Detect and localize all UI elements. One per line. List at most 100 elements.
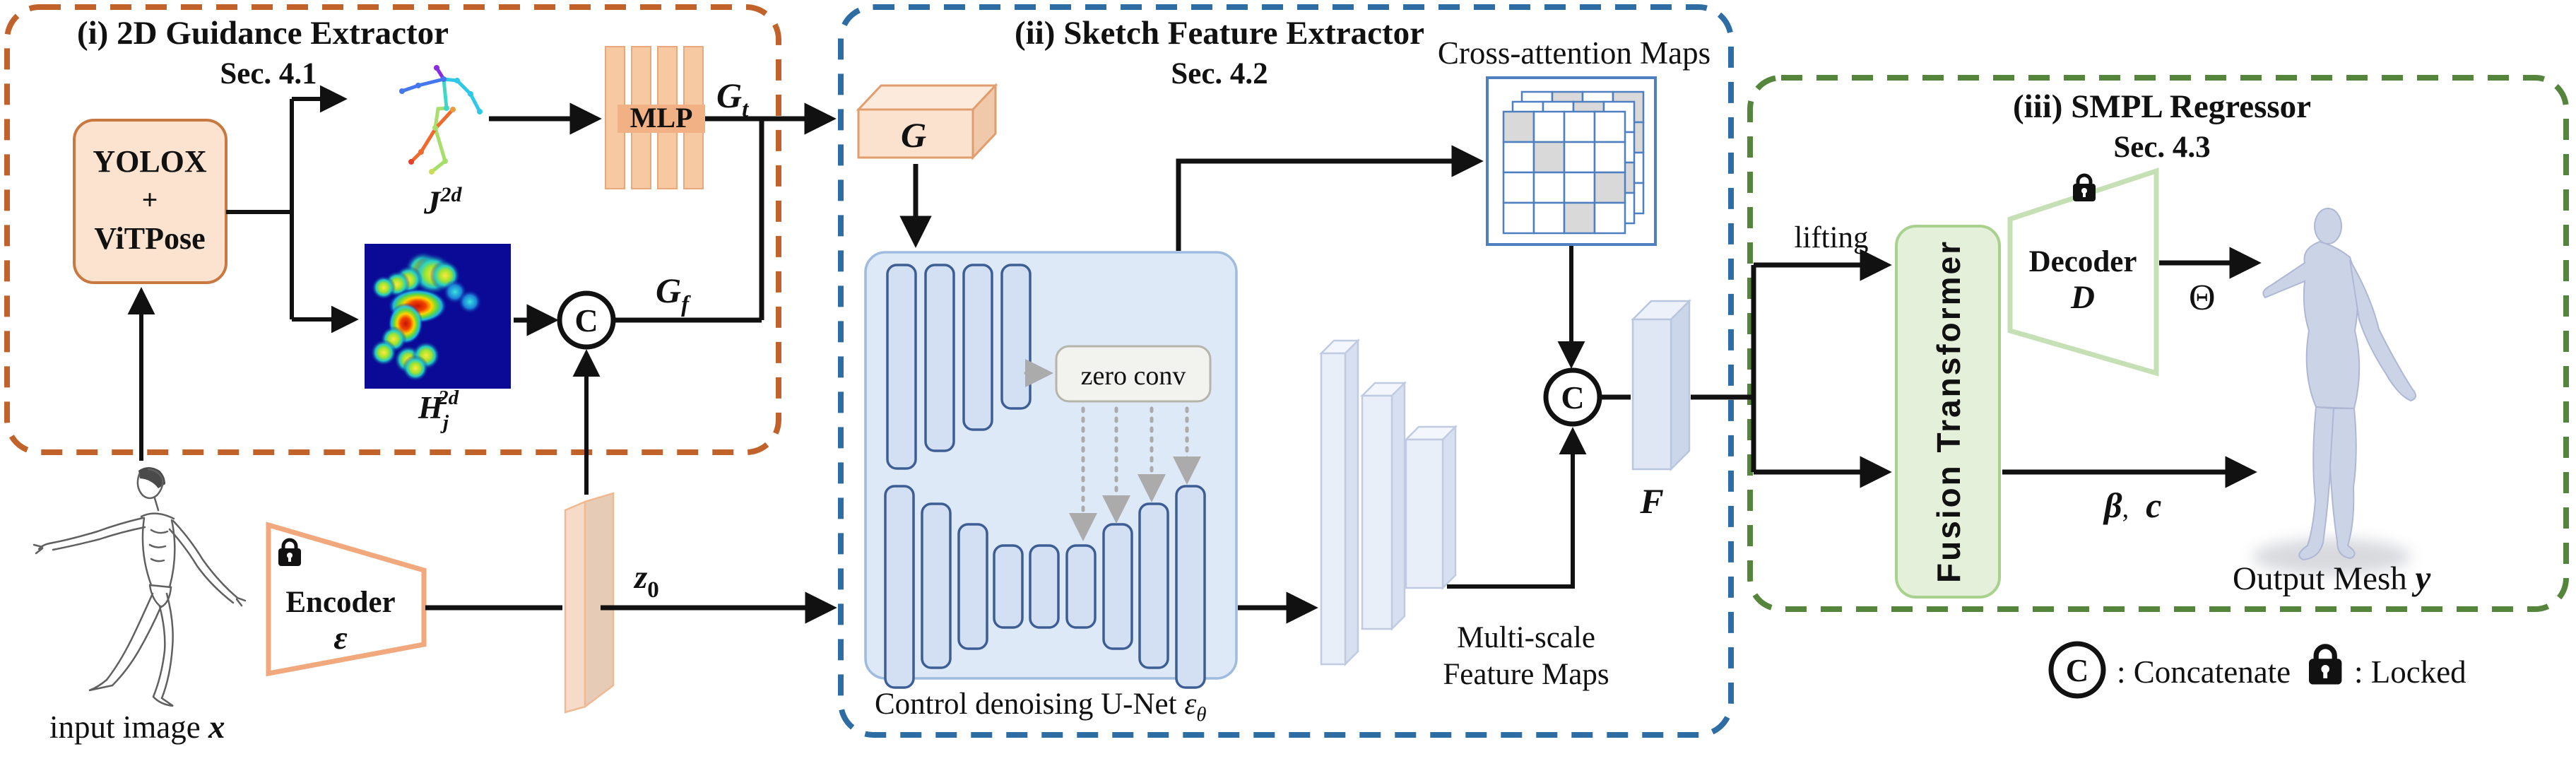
unet-decoder-bar bbox=[993, 544, 1024, 629]
lock-icon bbox=[2073, 175, 2096, 201]
feature-map-slab bbox=[1403, 424, 1458, 591]
legend: C : Concatenate : Locked bbox=[2048, 641, 2466, 699]
mlp-band bbox=[618, 105, 705, 133]
heatmap-joint-blob bbox=[457, 289, 483, 314]
unet-bars bbox=[884, 264, 1206, 689]
control-unet: zero conv bbox=[864, 251, 1238, 689]
cross-attention-label: Cross-attention Maps bbox=[1438, 35, 1711, 71]
concat-2-symbol: C bbox=[1561, 379, 1584, 416]
guidance-merge-lines bbox=[614, 102, 837, 323]
sketch-section-subtitle: Sec. 4.2 bbox=[1171, 57, 1268, 90]
unet-encoder-bar bbox=[886, 264, 917, 470]
z0-slab bbox=[564, 492, 615, 714]
sketch-section-border bbox=[838, 4, 1734, 738]
beta-c-label: β,c bbox=[2103, 485, 2161, 525]
guidance-section-subtitle: Sec. 4.1 bbox=[220, 57, 317, 90]
encoder-symbol: ε bbox=[333, 620, 347, 656]
mesh-left-arm bbox=[2349, 259, 2416, 402]
mesh-right-leg bbox=[2329, 408, 2357, 560]
skeleton-j2d bbox=[399, 65, 483, 175]
section-guidance-extractor: (i) 2D Guidance Extractor Sec. 4.1 YOLOX… bbox=[4, 4, 837, 495]
unet-encoder-bar bbox=[1000, 264, 1032, 410]
h2d-label: Hj2d bbox=[418, 387, 459, 434]
f-label: F bbox=[1639, 481, 1663, 521]
theta-label: Θ bbox=[2189, 278, 2216, 318]
multiscale-label-line2: Feature Maps bbox=[1443, 658, 1609, 691]
guidance-cube-symbol: G bbox=[901, 115, 926, 155]
arrow-unet-to-attnmaps bbox=[1176, 145, 1484, 251]
mesh-left-leg bbox=[2298, 406, 2335, 561]
guidance-section-title: (i) 2D Guidance Extractor bbox=[77, 15, 449, 52]
fused-feature-slab bbox=[1630, 298, 1692, 472]
decoder-symbol: D bbox=[2070, 279, 2095, 316]
unet-decoder-bar bbox=[1065, 544, 1097, 629]
mlp-block: MLP bbox=[605, 46, 705, 189]
unet-decoder-bar bbox=[884, 485, 915, 689]
zero-conv-box bbox=[1055, 345, 1212, 403]
gf-label: Gf bbox=[656, 271, 691, 317]
guidance-section-border bbox=[4, 4, 781, 455]
unet-decoder-bar bbox=[1102, 523, 1133, 650]
legend-concat-symbol: C bbox=[2066, 653, 2089, 688]
attention-grid bbox=[1502, 110, 1626, 235]
multiscale-feature-maps bbox=[1318, 338, 1458, 667]
heatmap-joint-blob bbox=[371, 275, 396, 300]
gt-label: Gt bbox=[716, 76, 749, 122]
z0-label: z0 bbox=[633, 559, 659, 603]
fusion-transformer-box: Fusion Transformer bbox=[1895, 225, 2001, 599]
zero-conv-label: zero conv bbox=[1081, 361, 1186, 391]
unet-decoder-bar bbox=[957, 523, 988, 650]
decoder-block: Decoder D bbox=[2007, 167, 2159, 377]
unet-caption: Control denoising U-Net εθ bbox=[875, 688, 1207, 726]
mesh-torso-arm bbox=[2262, 240, 2361, 410]
lifting-label: lifting bbox=[1794, 221, 1868, 254]
lock-icon bbox=[2309, 647, 2341, 685]
skeleton-joints bbox=[399, 65, 483, 175]
unet-decoder-bar bbox=[1138, 502, 1169, 669]
heatmap-blobs bbox=[370, 251, 483, 382]
yolox-output-branch bbox=[226, 85, 359, 334]
cross-attention-maps bbox=[1486, 76, 1657, 246]
legend-locked-text: : Locked bbox=[2354, 654, 2466, 690]
yolox-label: YOLOX bbox=[93, 144, 207, 179]
concat-node-1: C bbox=[557, 290, 616, 350]
encoder-label: Encoder bbox=[285, 586, 395, 619]
mlp-label: MLP bbox=[630, 102, 693, 134]
smpl-section-border bbox=[1747, 75, 2569, 612]
multiscale-label-line1: Multi-scale bbox=[1457, 621, 1595, 654]
vitpose-label: ViTPose bbox=[94, 221, 205, 256]
unet-decoder-bar bbox=[921, 502, 952, 669]
plus-label: + bbox=[142, 184, 158, 216]
input-image-label: input image x bbox=[49, 709, 225, 746]
yolox-vitpose-box: YOLOX + ViTPose bbox=[73, 119, 228, 284]
j2d-label: J2d bbox=[423, 183, 463, 221]
arrow-multiscale-to-concat2 bbox=[1447, 427, 1587, 589]
section-smpl-regressor: (iii) SMPL Regressor Sec. 4.3 lifting Fu… bbox=[1691, 75, 2569, 612]
feature-map-slab bbox=[1318, 338, 1361, 667]
legend-concatenate-text: : Concatenate bbox=[2117, 654, 2291, 690]
mesh-shadow bbox=[2252, 538, 2411, 575]
guidance-cube: G bbox=[856, 83, 998, 160]
input-and-encoder: input image x Encoder ε z0 bbox=[33, 287, 837, 746]
decoder-label: Decoder bbox=[2029, 245, 2137, 278]
concat-node-2: C bbox=[1543, 367, 1602, 427]
zeroconv-injection-arrows bbox=[1069, 406, 1201, 541]
input-image-sketch bbox=[33, 467, 247, 707]
legend-concat-circle bbox=[2048, 641, 2106, 699]
unet-encoder-bar bbox=[962, 264, 993, 431]
encoder-block: Encoder ε bbox=[266, 522, 427, 677]
output-mesh-figure bbox=[2252, 208, 2416, 575]
unet-decoder-bar bbox=[1175, 485, 1206, 689]
concat-1-symbol: C bbox=[574, 302, 598, 338]
sketch-section-title: (ii) Sketch Feature Extractor bbox=[1015, 15, 1424, 52]
section-sketch-extractor: (ii) Sketch Feature Extractor Sec. 4.2 G… bbox=[838, 4, 1734, 738]
heatmap-joint-blob bbox=[402, 355, 429, 382]
heatmap-h2d bbox=[365, 244, 511, 389]
feature-map-slab bbox=[1359, 380, 1407, 632]
smpl-section-subtitle: Sec. 4.3 bbox=[2113, 131, 2210, 164]
smpl-section-title: (iii) SMPL Regressor bbox=[2013, 88, 2311, 125]
unet-encoder-bar bbox=[924, 264, 955, 452]
lifting-split bbox=[1691, 249, 1892, 488]
